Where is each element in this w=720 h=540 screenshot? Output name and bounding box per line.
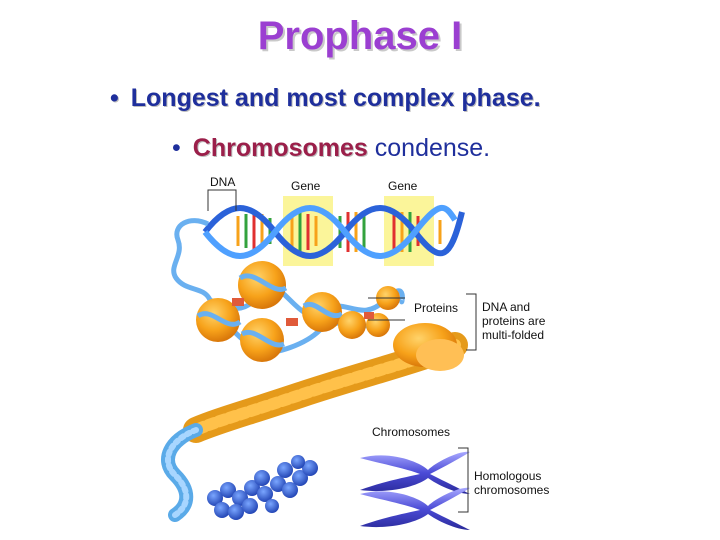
label-homologous-line-1: Homologous <box>474 469 541 483</box>
bullet-longest-phase: • Longest and most complex phase. <box>110 84 541 113</box>
homologous-bracket <box>458 447 469 513</box>
label-chromosomes: Chromosomes <box>372 425 450 439</box>
folded-bracket <box>466 293 477 351</box>
label-folded-line-1: DNA and <box>482 300 530 314</box>
compact-chromatin-cluster <box>207 455 318 520</box>
label-gene-2: Gene <box>388 179 418 193</box>
label-homologous-line-2: chromosomes <box>474 483 549 497</box>
condense-text: condense. <box>367 134 491 162</box>
nucleosome-chain <box>196 261 405 362</box>
slide-title: Prophase I <box>257 14 463 58</box>
base-pairs <box>236 212 442 252</box>
bullet-marker: • <box>110 84 119 112</box>
label-folded-line-3: multi-folded <box>482 328 544 342</box>
proteins-leader <box>368 297 405 321</box>
label-gene-1: Gene <box>291 179 321 193</box>
chromosome-x-bottom <box>360 487 470 530</box>
nucleosome <box>338 311 366 339</box>
label-proteins: Proteins <box>414 301 458 315</box>
bullet-chromosomes-condense: • Chromosomes condense. <box>172 134 490 163</box>
homologous-chromosome-pair <box>360 451 470 530</box>
dna-bracket <box>207 189 237 211</box>
dna-strand-2 <box>202 204 458 259</box>
bullet-marker: • <box>172 134 181 162</box>
nucleosome <box>238 261 286 309</box>
dna-double-helix <box>202 204 465 259</box>
multi-folded-fiber <box>183 323 468 443</box>
label-folded-line-2: proteins are <box>482 314 546 328</box>
label-dna: DNA <box>210 175 235 189</box>
coiled-dna-strand <box>171 218 213 302</box>
bullet-text: Longest and most complex phase. <box>130 84 541 112</box>
chromosomes-highlight: Chromosomes <box>192 134 368 162</box>
label-brackets <box>207 189 477 513</box>
chromosome-x-top <box>360 451 470 494</box>
